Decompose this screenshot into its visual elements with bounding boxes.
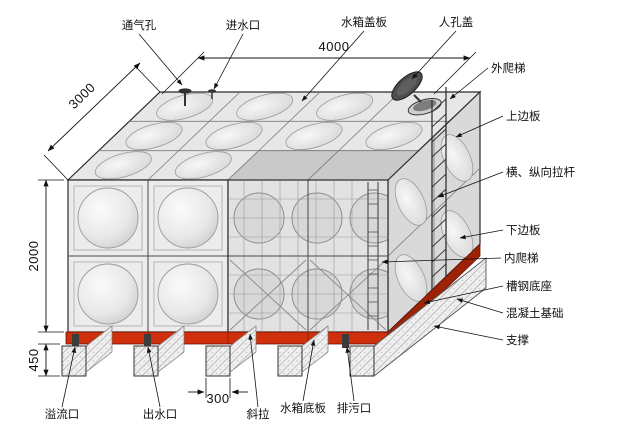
dim-300: 300 [188,378,248,406]
overflow-stub [72,334,79,348]
label-overflow-port: 溢流口 [45,346,80,421]
dim-4000: 4000 [161,39,477,95]
side-dome [394,178,428,226]
diagonal-braces [229,259,387,331]
support-block [133,345,159,377]
support-block [349,345,375,377]
svg-text:外爬梯: 外爬梯 [491,62,526,75]
svg-text:水箱底板: 水箱底板 [280,401,326,415]
dim-450: 450 [26,343,60,377]
manhole-opening [413,99,437,112]
svg-text:斜拉: 斜拉 [247,407,270,421]
label-tie-rods: 横、纵向拉杆 [437,165,575,198]
svg-text:支撑: 支撑 [506,333,529,347]
front-dome [77,263,139,325]
tank-right-face [387,90,481,334]
front-dome [77,187,139,249]
svg-text:横、纵向拉杆: 横、纵向拉杆 [506,165,575,179]
ladder-rungs [431,98,447,278]
interior [229,181,388,331]
side-domes [394,134,474,302]
label-bottom-side-plate: 下边板 [459,223,541,240]
svg-text:水箱盖板: 水箱盖板 [341,15,387,29]
svg-text:溢流口: 溢流口 [45,407,80,421]
label-tank-bottom-plate: 水箱底板 [280,339,326,415]
label-inlet: 进水口 [213,19,261,90]
label-manhole-cover: 人孔盖 [411,15,474,80]
dim-support-width-value: 300 [206,391,229,406]
label-internal-ladder: 内爬梯 [381,251,539,265]
labels-and-leaders: 通气孔 进水口 水箱盖板 人孔盖 外爬梯 上边板 横、纵向拉杆 下边板 [45,15,576,421]
label-outlet: 出水口 [143,346,178,421]
dim-width-value: 4000 [319,39,350,54]
svg-text:人孔盖: 人孔盖 [439,15,474,29]
label-diagonal-brace: 斜拉 [247,333,270,421]
label-top-side-plate: 上边板 [455,109,541,138]
svg-text:内爬梯: 内爬梯 [504,251,539,265]
top-dome [94,151,152,180]
top-dome [285,121,343,151]
svg-text:出水口: 出水口 [143,407,178,421]
label-drain-port: 排污口 [337,346,372,415]
panel-frames [73,185,223,327]
dim-height-value: 2000 [26,241,41,272]
top-dome [174,151,232,180]
svg-text:槽钢底座: 槽钢底座 [506,279,552,293]
external-ladder [431,87,447,290]
svg-text:进水口: 进水口 [226,19,261,32]
drain-stub [342,334,349,348]
dimensions: 4000 3000 2000 450 300 [26,39,477,406]
support-block [277,345,303,377]
label-channel-steel-base: 槽钢底座 [423,279,552,305]
support-block [205,345,231,377]
vent-cap [178,88,192,94]
top-dome [205,121,263,151]
front-dome [157,187,219,249]
svg-text:排污口: 排污口 [337,401,372,415]
outlet-stub [144,334,151,348]
bottom-stub-pipes [72,334,349,348]
label-cover-plate: 水箱盖板 [301,15,387,102]
dim-base-height-value: 450 [26,348,41,371]
top-dome [316,92,374,121]
top-dome [236,92,294,121]
label-support: 支撑 [433,324,529,347]
label-vent-hole: 通气孔 [122,18,183,86]
label-external-ladder: 外爬梯 [449,62,526,100]
svg-text:下边板: 下边板 [506,223,541,237]
front-domes [77,187,219,325]
vent-pipe [178,88,192,106]
front-cutaway [227,179,389,333]
label-concrete-foundation: 混凝土基础 [456,298,564,320]
dim-2000: 2000 [26,179,64,333]
manhole-hinge [413,94,422,103]
svg-text:通气孔: 通气孔 [122,18,157,32]
concrete-supports [61,257,487,377]
svg-text:上边板: 上边板 [506,109,541,123]
top-dome [365,121,423,151]
front-left-panels [67,179,229,333]
front-dome [157,263,219,325]
svg-text:混凝土基础: 混凝土基础 [506,306,564,320]
inlet-fitting [208,89,216,99]
